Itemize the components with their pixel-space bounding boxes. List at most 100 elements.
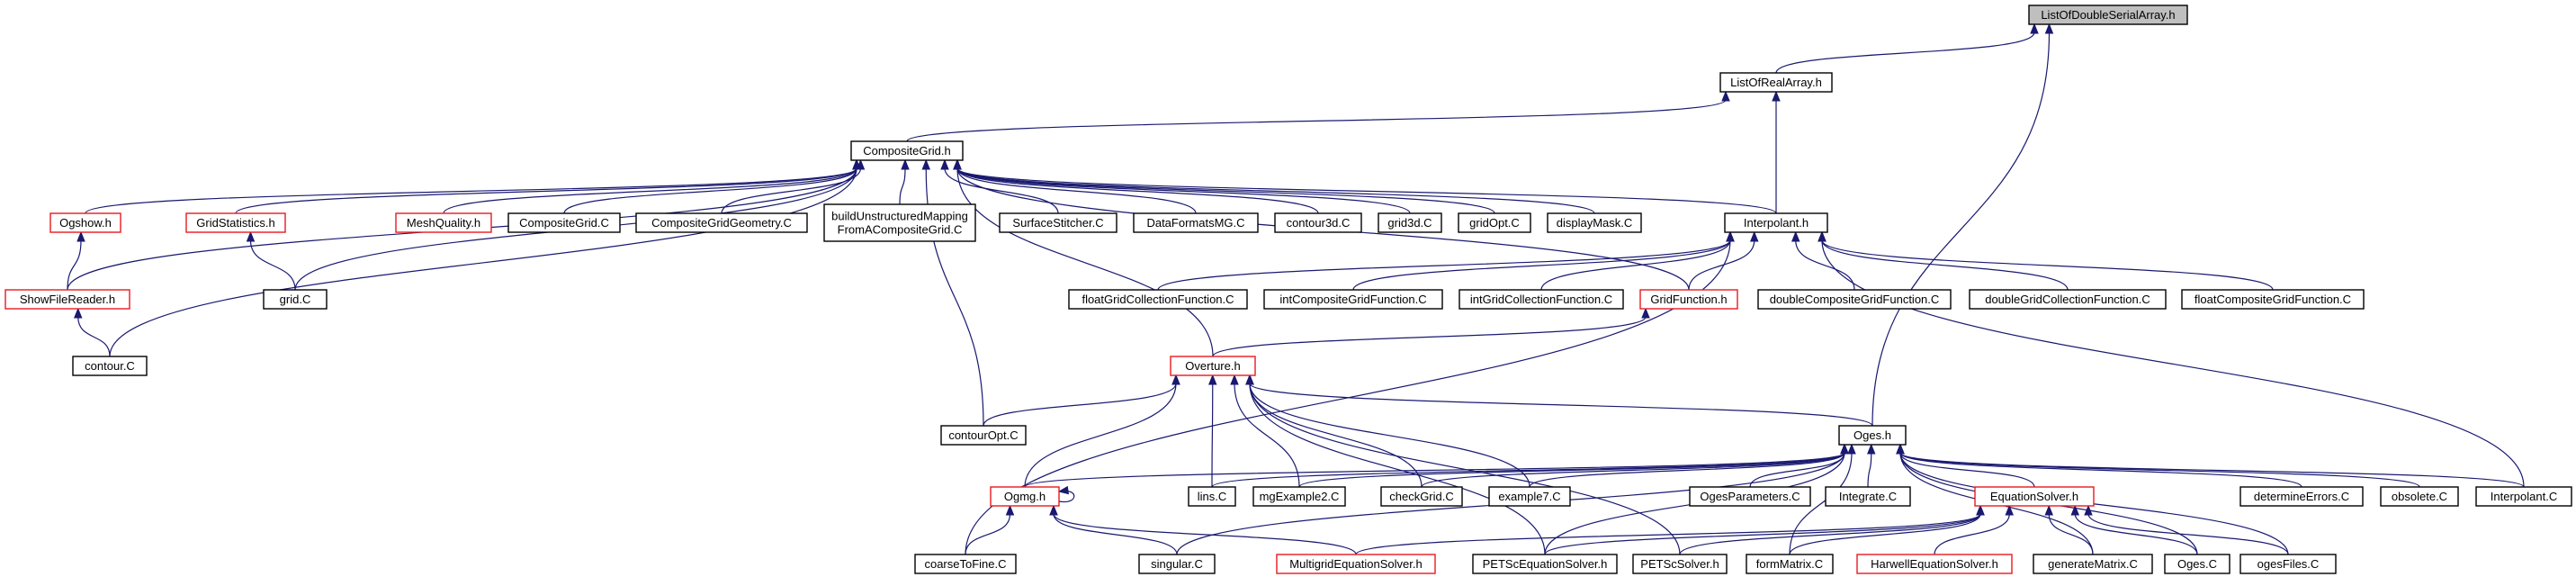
node-mgsolver[interactable]: MultigridEquationSolver.h	[1276, 554, 1436, 574]
node-intcompgrid[interactable]: intCompositeGridFunction.C	[1263, 289, 1443, 310]
node-layer: ListOfDoubleSerialArray.hListOfRealArray…	[4, 5, 2572, 574]
node-box	[635, 212, 808, 233]
node-label: determineErrors.C	[2254, 490, 2349, 503]
node-label: grid.C	[280, 293, 311, 306]
node-label: ShowFileReader.h	[20, 293, 115, 306]
node-compgridh[interactable]: CompositeGrid.h	[850, 140, 964, 161]
edge-mgex2-to-overture	[1230, 374, 1300, 488]
node-interpc[interactable]: Interpolant.C	[2475, 486, 2572, 507]
node-ogesparams[interactable]: OgesParameters.C	[1689, 486, 1811, 507]
node-box	[2164, 554, 2230, 574]
edge-gridfunc-to-interph	[1688, 230, 1759, 291]
node-petscsolverc[interactable]: PETScSolver.h	[1632, 554, 1728, 574]
node-label: Interpolant.C	[2491, 490, 2557, 503]
node-box	[72, 356, 148, 376]
node-doublegridcoll[interactable]: doubleGridCollectionFunction.C	[1969, 289, 2167, 310]
edge-genmatrix-to-eqsolver	[2044, 504, 2094, 555]
node-ogesc[interactable]: Oges.C	[2164, 554, 2230, 574]
node-eqsolver[interactable]: EquationSolver.h	[1974, 486, 2095, 507]
edge-doublecomp-to-interph	[1791, 230, 1855, 291]
edge-floatcomp-to-interph	[1818, 230, 2274, 291]
node-label: EquationSolver.h	[1990, 490, 2078, 503]
node-formmatrix[interactable]: formMatrix.C	[1746, 554, 1834, 574]
node-box	[1689, 486, 1811, 507]
node-dataformats[interactable]: DataFormatsMG.C	[1133, 212, 1259, 233]
node-ogesh[interactable]: Oges.h	[1838, 425, 1907, 446]
node-gridc[interactable]: grid.C	[263, 289, 328, 310]
node-coarsetofine[interactable]: coarseToFine.C	[914, 554, 1017, 574]
node-box	[1547, 212, 1642, 233]
node-interph[interactable]: Interpolant.h	[1724, 212, 1828, 233]
edge-formmatrix-to-eqsolver	[1789, 504, 1985, 555]
node-label: gridOpt.C	[1469, 216, 1520, 230]
node-listdouble[interactable]: ListOfDoubleSerialArray.h	[2028, 5, 2188, 25]
node-label: MeshQuality.h	[407, 216, 480, 230]
node-box	[1276, 554, 1436, 574]
node-ogshow[interactable]: Ogshow.h	[49, 212, 121, 233]
edge-contouropt-to-overture	[983, 374, 1180, 427]
node-label: GridStatistics.h	[196, 216, 274, 230]
node-box	[940, 425, 1027, 446]
node-checkgrid[interactable]: checkGrid.C	[1380, 486, 1463, 507]
node-box	[1170, 356, 1256, 376]
node-label: MultigridEquationSolver.h	[1289, 557, 1422, 571]
node-gridopt[interactable]: gridOpt.C	[1458, 212, 1531, 233]
node-box	[1263, 289, 1443, 310]
node-determerr[interactable]: determineErrors.C	[2239, 486, 2364, 507]
node-box	[2033, 554, 2153, 574]
edge-mgsolver-to-ogmg	[1049, 504, 1357, 555]
node-harwell[interactable]: HarwellEquationSolver.h	[1856, 554, 2013, 574]
node-ogmg[interactable]: Ogmg.h	[990, 486, 1060, 507]
node-showfile[interactable]: ShowFileReader.h	[4, 289, 130, 310]
edge-mgsolver-to-eqsolver	[1355, 504, 1985, 555]
edge-integrate-to-ogesh	[1867, 443, 1876, 488]
node-mgex2[interactable]: mgExample2.C	[1252, 486, 1346, 507]
node-linsc[interactable]: lins.C	[1188, 486, 1236, 507]
edge-overture-to-gridfunc	[1212, 307, 1650, 357]
node-contouropt[interactable]: contourOpt.C	[940, 425, 1027, 446]
edge-contouropt-to-compgridh	[921, 158, 984, 427]
edge-ogesfiles-to-eqsolver	[2084, 504, 2289, 555]
node-integrate[interactable]: Integrate.C	[1825, 486, 1911, 507]
node-box	[1825, 486, 1911, 507]
node-ogesfiles[interactable]: ogesFiles.C	[2239, 554, 2337, 574]
node-label: floatCompositeGridFunction.C	[2195, 293, 2351, 306]
node-box	[4, 289, 130, 310]
edge-ogesh-to-overture	[1245, 374, 1873, 427]
node-intgridcoll[interactable]: intGridCollectionFunction.C	[1459, 289, 1624, 310]
node-example7[interactable]: example7.C	[1488, 486, 1571, 507]
node-compgridgeom[interactable]: CompositeGridGeometry.C	[635, 212, 808, 233]
node-box	[2380, 486, 2459, 507]
node-label: PETScSolver.h	[1640, 557, 1719, 571]
node-box	[1488, 486, 1571, 507]
node-label: intGridCollectionFunction.C	[1470, 293, 1612, 306]
edge-singular-to-ogmg	[1049, 504, 1178, 555]
node-box	[1459, 289, 1624, 310]
node-label: Ogmg.h	[1004, 490, 1046, 503]
node-overture[interactable]: Overture.h	[1170, 356, 1256, 376]
node-meshquality[interactable]: MeshQuality.h	[395, 212, 492, 233]
node-gridfunc[interactable]: GridFunction.h	[1639, 289, 1738, 310]
node-buildunstruct[interactable]: buildUnstructuredMappingFromACompositeGr…	[823, 203, 976, 242]
node-displaymask[interactable]: displayMask.C	[1547, 212, 1642, 233]
edge-displaymask-to-compgridh	[953, 158, 1595, 214]
edge-contourc-to-compgridh	[109, 158, 861, 357]
node-surfstitch[interactable]: SurfaceStitcher.C	[999, 212, 1117, 233]
node-floatgridcoll[interactable]: floatGridCollectionFunction.C	[1068, 289, 1248, 310]
edge-harwell-to-eqsolver	[1934, 504, 2014, 555]
node-gridstats[interactable]: GridStatistics.h	[185, 212, 286, 233]
node-genmatrix[interactable]: generateMatrix.C	[2033, 554, 2153, 574]
edge-checkgrid-to-overture	[1245, 374, 1423, 488]
node-compgridc[interactable]: CompositeGrid.C	[507, 212, 621, 233]
node-petscsolverh[interactable]: PETScEquationSolver.h	[1472, 554, 1618, 574]
node-listreal[interactable]: ListOfRealArray.h	[1719, 72, 1833, 93]
node-doublecomp[interactable]: doubleCompositeGridFunction.C	[1757, 289, 1952, 310]
node-contourc[interactable]: contour.C	[72, 356, 148, 376]
node-grid3d[interactable]: grid3d.C	[1378, 212, 1442, 233]
node-obsolete[interactable]: obsolete.C	[2380, 486, 2459, 507]
edge-ogesc-to-eqsolver	[2070, 504, 2198, 555]
node-contour3d[interactable]: contour3d.C	[1274, 212, 1362, 233]
node-floatcomp[interactable]: floatCompositeGridFunction.C	[2181, 289, 2365, 310]
node-singular[interactable]: singular.C	[1138, 554, 1216, 574]
node-box	[1378, 212, 1442, 233]
